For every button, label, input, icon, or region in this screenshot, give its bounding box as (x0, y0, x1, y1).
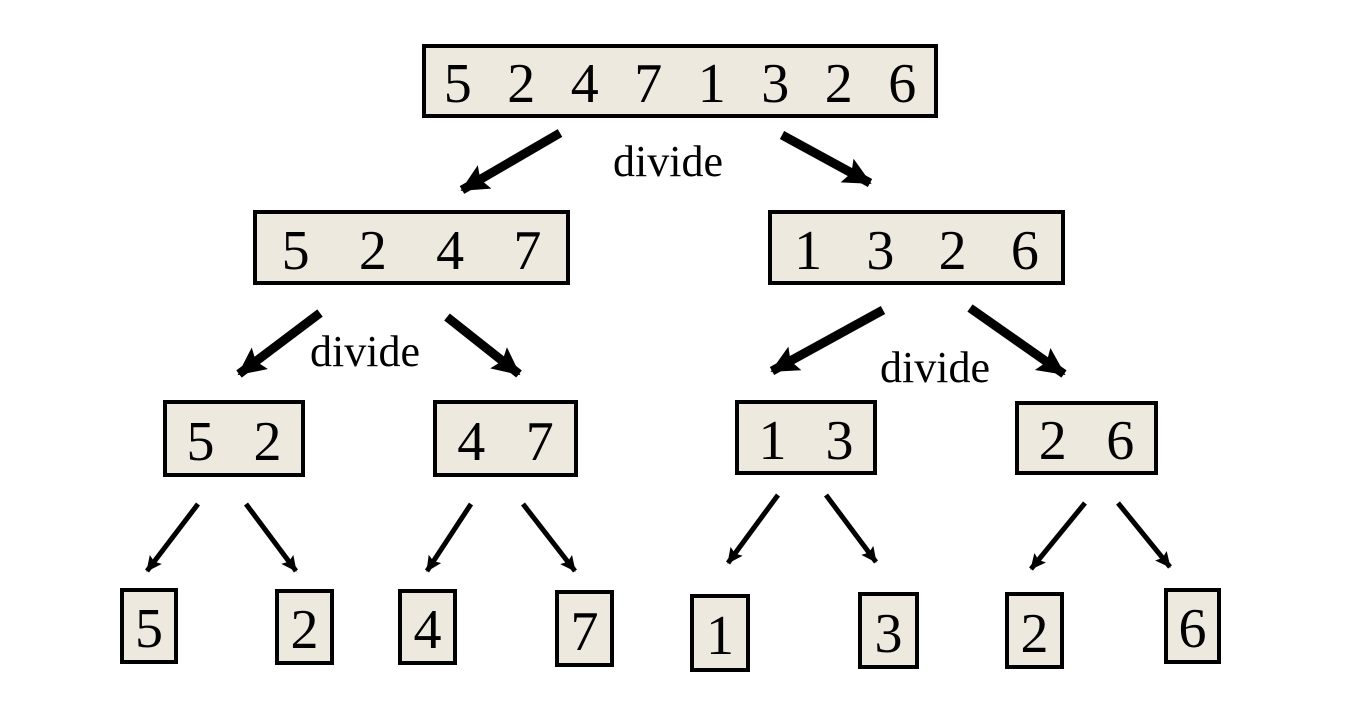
divide-arrow-l1a-right (444, 313, 522, 378)
array-value: 5 (186, 410, 215, 473)
array-value: 5 (281, 219, 310, 282)
divide-arrow-l2b-right (521, 502, 577, 573)
array-node-pair-4: 2 6 (1015, 401, 1158, 475)
array-node-leaf-3: 4 (398, 589, 457, 665)
array-value: 1 (794, 219, 823, 282)
divide-label: divide (880, 343, 990, 392)
array-value: 2 (1020, 602, 1049, 665)
array-value: 6 (888, 53, 917, 115)
divide-arrow-l2d-right (1116, 501, 1172, 569)
array-value: 6 (1010, 219, 1039, 282)
array-value: 4 (413, 599, 442, 661)
divide-arrow-root-left (459, 129, 563, 194)
array-value: 2 (290, 599, 319, 661)
array-node-right-half: 1 3 2 6 (768, 210, 1065, 285)
array-value: 3 (761, 53, 790, 115)
divide-arrow-l1b-left (769, 306, 886, 375)
array-value: 3 (874, 602, 903, 665)
array-value: 2 (938, 219, 967, 282)
array-value: 5 (135, 598, 163, 660)
array-value: 4 (570, 53, 599, 115)
array-value: 3 (866, 219, 895, 282)
array-node-leaf-2: 2 (275, 589, 334, 665)
array-value: 2 (507, 53, 536, 115)
array-node-leaf-4: 7 (555, 590, 614, 667)
divide-arrow-root-right (779, 131, 873, 187)
array-node-pair-1: 5 2 (163, 400, 305, 477)
divide-arrow-l1a-left (236, 309, 323, 378)
array-value: 6 (1106, 410, 1135, 472)
array-node-leaf-1: 5 (120, 588, 178, 664)
array-node-root: 5 2 4 7 1 3 2 6 (422, 44, 938, 118)
array-value: 5 (443, 53, 472, 115)
divide-arrow-l2c-left (725, 493, 781, 565)
array-value: 7 (513, 219, 542, 282)
array-value: 4 (457, 410, 486, 473)
array-value: 3 (825, 409, 854, 472)
array-node-leaf-7: 2 (1005, 592, 1064, 669)
array-value: 2 (358, 219, 387, 282)
array-node-leaf-6: 3 (858, 592, 919, 669)
divide-arrow-l2c-right (823, 493, 879, 564)
divide-arrow-l2b-left (424, 502, 474, 573)
array-node-leaf-8: 6 (1164, 588, 1221, 664)
array-value: 4 (436, 219, 465, 282)
array-node-leaf-5: 1 (690, 594, 750, 672)
divide-arrow-l2a-right (243, 502, 299, 573)
array-value: 2 (253, 410, 282, 473)
array-value: 7 (525, 410, 554, 473)
divide-label: divide (613, 137, 723, 186)
divide-label: divide (310, 327, 420, 376)
array-node-pair-3: 1 3 (735, 400, 877, 475)
array-value: 7 (634, 53, 663, 115)
array-node-pair-2: 4 7 (433, 400, 578, 477)
divide-arrow-l2a-left (145, 502, 200, 573)
divide-arrow-l2d-left (1029, 501, 1087, 571)
array-node-left-half: 5 2 4 7 (253, 210, 570, 285)
array-value: 6 (1178, 598, 1207, 660)
array-value: 1 (697, 53, 726, 115)
array-value: 1 (706, 605, 734, 667)
array-value: 2 (1038, 410, 1067, 472)
array-value: 1 (758, 409, 787, 472)
array-value: 2 (824, 53, 853, 115)
array-value: 7 (570, 600, 599, 663)
